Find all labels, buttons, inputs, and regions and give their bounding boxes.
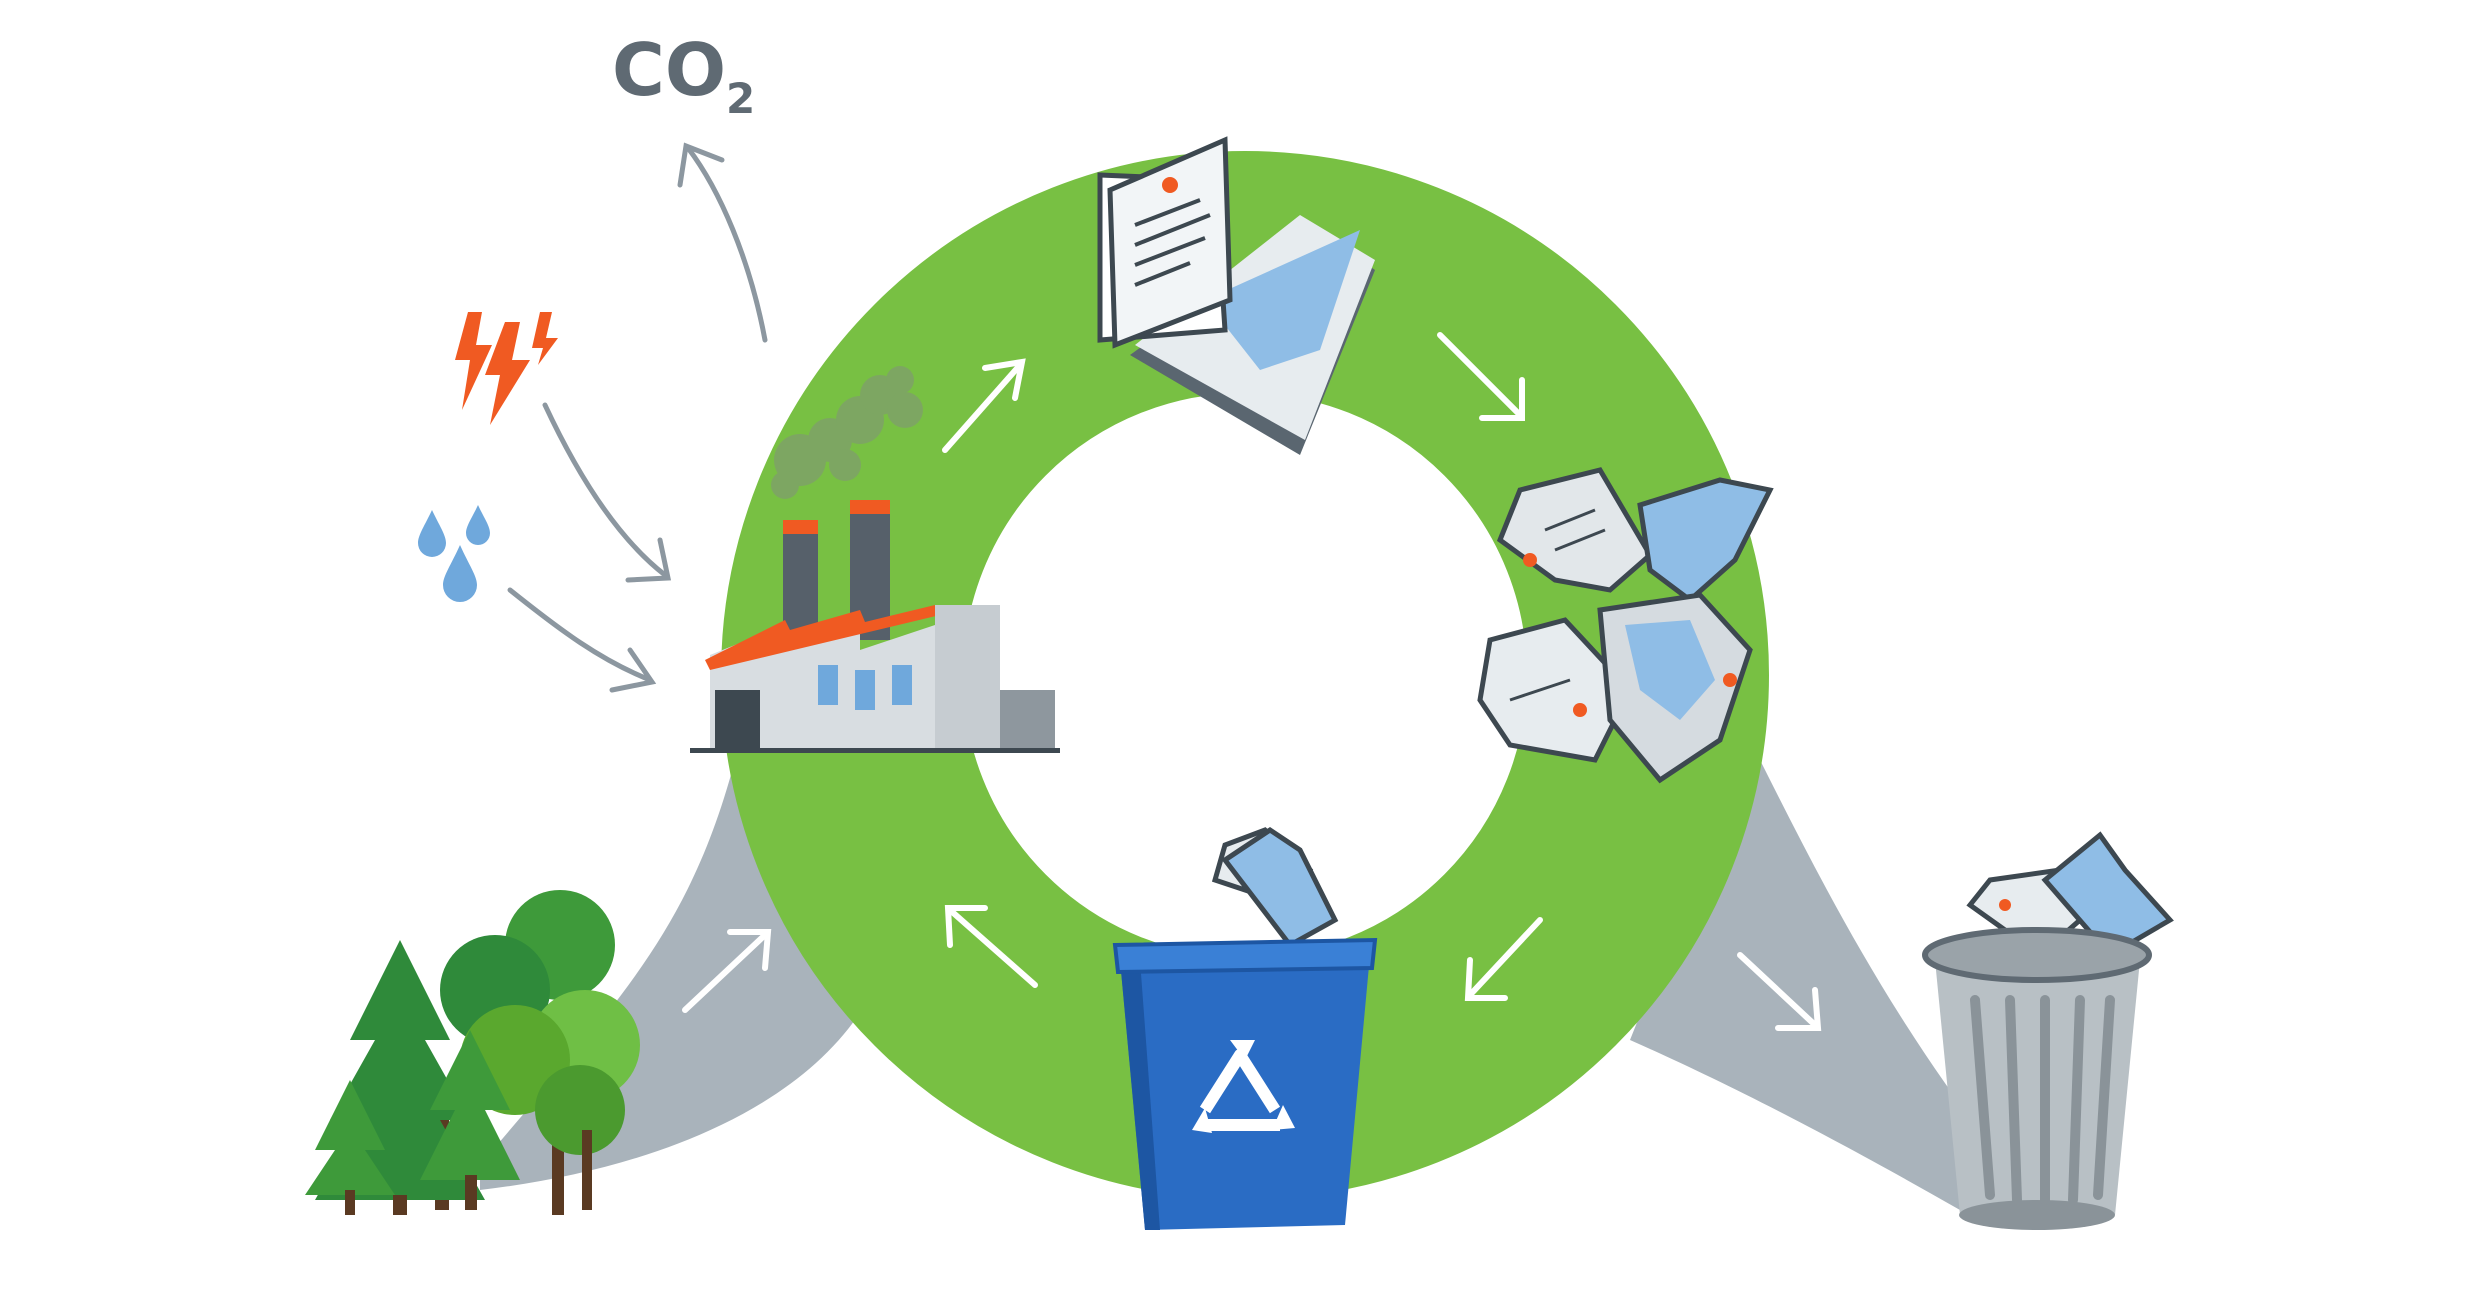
energy-arrow [545,405,668,580]
co2-text: CO2 [612,28,755,123]
recycle-bin-icon [1115,830,1375,1230]
co2-arrow [680,146,765,340]
energy-bolt-icon [455,312,558,425]
water-arrow [510,590,652,690]
water-drop-icon [418,505,490,602]
trash-can-icon [1925,835,2170,1230]
co2-subscript: 2 [726,74,755,123]
co2-main: CO [612,28,726,112]
forest-icon [305,890,640,1215]
